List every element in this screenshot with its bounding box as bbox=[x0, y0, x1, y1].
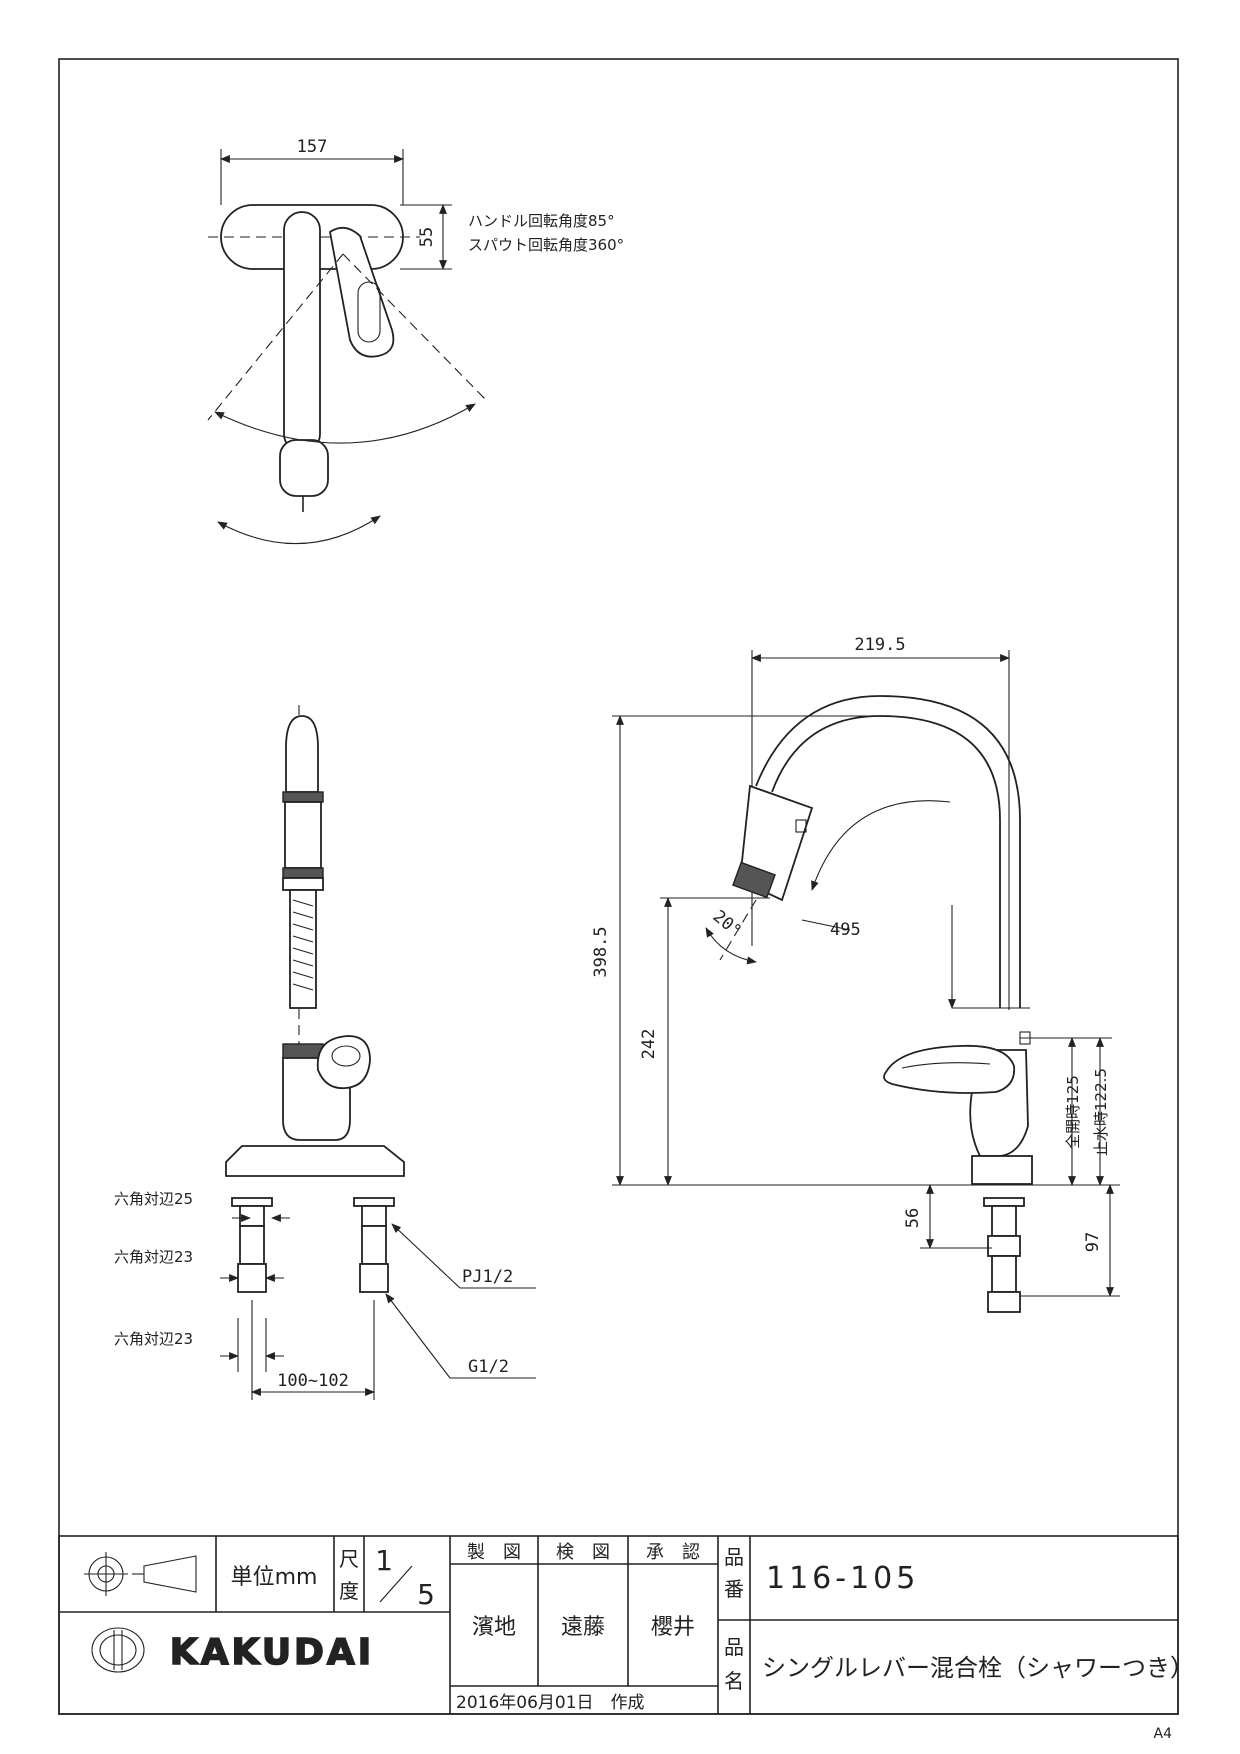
supply-hot bbox=[239, 1225, 265, 1265]
hose-97-label: 97 bbox=[1083, 1232, 1103, 1252]
part-name: シングルレバー混合栓（シャワーつき） bbox=[762, 1654, 1194, 1682]
scale-numerator: 1 bbox=[375, 1544, 393, 1577]
title-block: 単位mm 尺 度 1 5 KAKUDAI 製 図 検 図 承 認 濱地 遠藤 櫻… bbox=[58, 1535, 1194, 1742]
unit-label: 単位mm bbox=[231, 1565, 318, 1590]
sheet-border bbox=[58, 58, 1179, 1715]
projection-symbol bbox=[84, 1552, 197, 1596]
kakudai-logo bbox=[91, 1627, 145, 1673]
g-thread-label: G1/2 bbox=[468, 1357, 509, 1377]
handle-rotation-note: ハンドル回転角度85° bbox=[468, 212, 615, 230]
drawing-date: 2016年06月01日 作成 bbox=[456, 1693, 645, 1713]
lever-side bbox=[883, 1044, 1016, 1094]
approved-by: 櫻井 bbox=[651, 1615, 695, 1640]
angle-20-label: 20° bbox=[709, 907, 745, 942]
checked-by: 遠藤 bbox=[561, 1615, 605, 1640]
part-no-label-1: 品 bbox=[724, 1545, 744, 1569]
approved-label: 承 認 bbox=[646, 1542, 700, 1563]
brand-name: KAKUDAI bbox=[170, 1632, 374, 1673]
spout-top bbox=[283, 211, 321, 453]
dim-width-label: 157 bbox=[297, 137, 328, 157]
open-height-label: 全開時125 bbox=[1064, 1075, 1082, 1149]
height-398-label: 398.5 bbox=[591, 926, 611, 977]
lever-top bbox=[329, 226, 395, 358]
part-name-label-2: 名 bbox=[724, 1669, 744, 1693]
spray-head-top bbox=[279, 439, 329, 497]
shower-hose-front bbox=[289, 889, 317, 1009]
dim-depth-label: 55 bbox=[417, 227, 437, 247]
hex-25-label: 六角対辺25 bbox=[114, 1190, 193, 1208]
spout-rotation-arc bbox=[217, 515, 381, 545]
side-view: 219.5 398.5 242 20° 495 全開時125 止水時122.5 bbox=[591, 635, 1120, 1313]
pitch-label: 100~102 bbox=[277, 1371, 349, 1391]
scale-denominator: 5 bbox=[417, 1578, 435, 1611]
handle-rotation-arc bbox=[214, 403, 476, 444]
paper-size: A4 bbox=[1154, 1726, 1173, 1742]
spout-rotation-note: スパウト回転角度360° bbox=[468, 236, 624, 254]
supply-side bbox=[991, 1255, 1017, 1293]
hex-23-label-1: 六角対辺23 bbox=[114, 1248, 193, 1266]
drawn-label: 製 図 bbox=[467, 1542, 521, 1563]
spray-head-front bbox=[285, 715, 319, 793]
height-242-label: 242 bbox=[639, 1029, 659, 1060]
hex-23-label-2: 六角対辺23 bbox=[114, 1330, 193, 1348]
scale-label-2: 度 bbox=[339, 1579, 359, 1603]
drawn-by: 濱地 bbox=[472, 1615, 516, 1640]
part-no-label-2: 番 bbox=[724, 1577, 744, 1601]
width-219-label: 219.5 bbox=[854, 635, 905, 655]
base-plate-front bbox=[225, 1145, 405, 1177]
pj-thread-label: PJ1/2 bbox=[462, 1267, 513, 1287]
part-name-label-1: 品 bbox=[724, 1635, 744, 1659]
top-view: 157 55 ハンドル回転角度85° スパウト回転角度360° bbox=[207, 137, 624, 545]
reach-495-label: 495 bbox=[830, 920, 861, 940]
front-view: 六角対辺25 六角対辺23 六角対辺23 100~102 PJ1/2 G1/2 bbox=[114, 705, 536, 1400]
stop-height-label: 止水時122.5 bbox=[1092, 1068, 1110, 1156]
angle-arc bbox=[705, 927, 757, 965]
base-side bbox=[971, 1155, 1033, 1185]
shank-56-label: 56 bbox=[903, 1208, 923, 1228]
lever-front bbox=[316, 1035, 371, 1090]
spout-side bbox=[755, 695, 1021, 1008]
scale-label-1: 尺 bbox=[339, 1547, 359, 1571]
supply-cold bbox=[361, 1225, 387, 1265]
checked-label: 検 図 bbox=[556, 1542, 610, 1563]
part-number: 116-105 bbox=[766, 1561, 919, 1596]
